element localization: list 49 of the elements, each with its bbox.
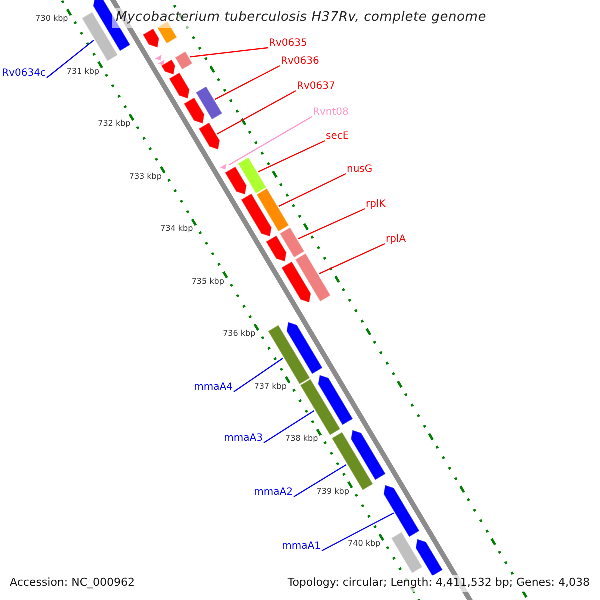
tick-label: 730 kbp: [36, 15, 68, 24]
pointed-gene-block: [183, 97, 206, 124]
tick-label: 737 kbp: [254, 382, 287, 391]
gene-block: [294, 252, 332, 302]
pointed-gene-block: [318, 374, 354, 426]
gene-label: rplA: [386, 233, 406, 247]
pointed-gene-block: [415, 538, 444, 577]
pointed-gene-block: [160, 59, 176, 76]
pointed-gene-block: [350, 430, 386, 481]
tick-label: 736 kbp: [223, 330, 256, 338]
tick-label: 740 kbp: [348, 540, 381, 548]
pointed-gene-block: [142, 28, 160, 48]
pointed-gene-block: [286, 322, 324, 375]
gene-label: rplK: [366, 198, 386, 212]
gene-block: [300, 378, 342, 436]
tick-label: 735 kbp: [192, 278, 224, 286]
pointed-gene-block: [266, 235, 288, 262]
gene-label: secE: [326, 130, 350, 144]
gene-label: Rv0635: [269, 37, 308, 51]
gene-block: [256, 188, 290, 232]
tick-label: 734 kbp: [160, 225, 194, 234]
gene-label: mmaA1: [282, 540, 321, 554]
gene-label: mmaA2: [254, 486, 293, 500]
pointed-gene-block: [383, 484, 420, 538]
genome-info-note: Topology: circular; Length: 4,411,532 bp; Genes: 4,038: [286, 575, 592, 592]
gene-block: [174, 50, 194, 70]
pointed-gene-block: [281, 261, 312, 304]
gene-label: mmaA4: [194, 381, 233, 395]
gene-block: [279, 226, 306, 258]
gene-label: nusG: [347, 163, 373, 177]
tick-label: 732 kbp: [98, 120, 131, 128]
pointed-gene-block: [240, 193, 272, 238]
gene-block: [238, 156, 268, 194]
pointed-gene-block: [224, 166, 248, 196]
gene-block: [390, 532, 424, 574]
pointed-gene-block: [168, 72, 190, 100]
tick-label: 739 kbp: [316, 488, 350, 496]
tick-label: 731 kbp: [66, 68, 100, 76]
gene-label: Rv0634c: [2, 67, 46, 81]
gene-label: mmaA3: [224, 432, 263, 446]
tick-label: 733 kbp: [129, 172, 162, 181]
pointed-gene-block: [198, 122, 221, 150]
gene-block: [195, 86, 224, 120]
gene-label: Rv0636: [281, 55, 320, 69]
gene-label: Rvnt08: [313, 106, 349, 120]
gene-label: Rv0637: [297, 80, 336, 94]
pointed-gene-block: [154, 54, 163, 62]
tick-label: 738 kbp: [286, 435, 318, 444]
pointed-gene-block: [218, 162, 228, 171]
